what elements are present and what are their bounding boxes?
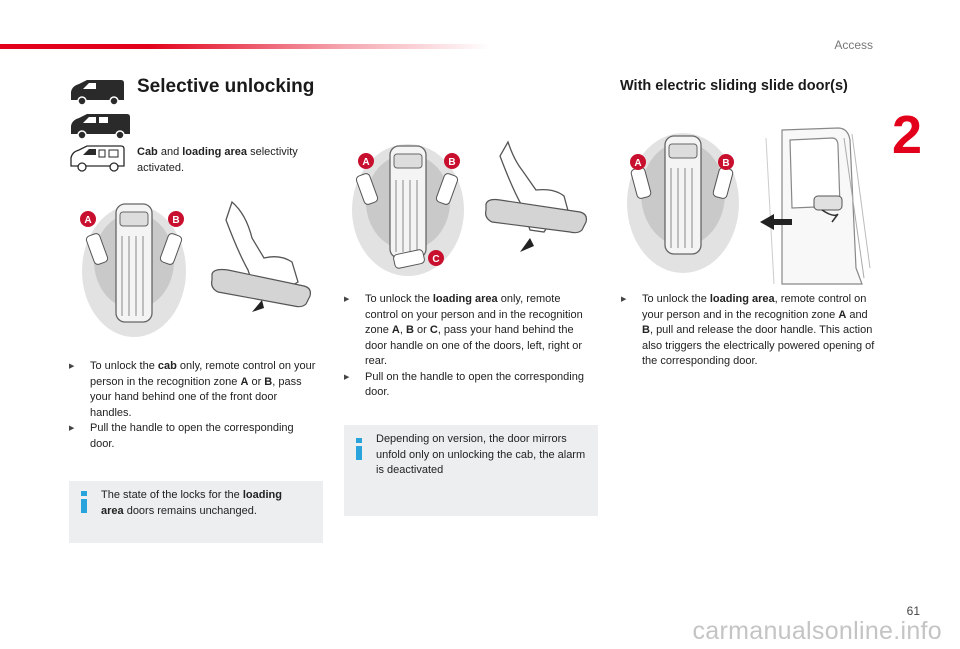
van-top-view-illustration-abc: A B C [352,144,464,276]
chapter-number: 2 [891,105,922,165]
remote-key-icon [85,233,183,265]
info-icon [356,438,362,460]
sliding-door-illustration [760,127,871,285]
info-note-text: The state of the locks for the loading a… [101,489,282,517]
section-title-electric-door: With electric sliding slide door(s) [620,78,848,94]
zone-b-label: B [448,157,455,168]
zone-a-label: A [362,157,369,168]
zone-a-label: A [634,158,641,169]
page-title: Selective unlocking [137,76,315,97]
info-icon [81,491,87,513]
van-side-icon [71,80,124,106]
instruction-item: Pull on the handle to open the correspon… [344,370,596,401]
left-instructions: To unlock the cab only, remote control o… [69,359,321,452]
instruction-item: To unlock the loading area, remote contr… [621,292,879,370]
info-note-text: Depending on version, the door mirrors u… [376,433,586,476]
van-cab-loading-icon [70,145,125,172]
hand-on-door-handle-illustration [211,200,311,312]
page-number: 61 [906,604,920,618]
middle-instructions: To unlock the loading area only, remote … [344,292,596,401]
instruction-item: To unlock the cab only, remote control o… [69,359,321,421]
watermark: carmanualsonline.info [692,617,942,645]
header-accent-bar [0,44,490,49]
door-handle-icon [211,268,311,308]
hand-icon [821,209,839,223]
zone-b-label: B [722,158,729,169]
zone-a-marker [80,211,96,227]
van-top-view-illustration-sliding: A B [627,133,739,273]
arrow-icon [760,214,792,230]
arrow-icon [252,300,264,312]
instruction-item: To unlock the loading area only, remote … [344,292,596,370]
van-top-view-illustration: A B [80,203,186,337]
door-handle-icon [813,195,843,211]
zone-a-label: A [84,215,91,226]
intro-text: Cab and loading area selectivity activat… [137,146,298,174]
hand-icon [225,200,299,297]
hand-on-rear-handle-illustration [485,140,587,252]
instruction-item: Pull the handle to open the correspondin… [69,421,321,452]
info-note-middle: Depending on version, the door mirrors u… [344,425,598,516]
info-note-left: The state of the locks for the loading a… [69,481,323,543]
zone-b-label: B [172,215,179,226]
van-double-cab-icon [71,114,130,140]
zone-b-marker [168,211,184,227]
zone-c-label: C [432,254,439,265]
section-title: Access [834,38,873,52]
right-instructions: To unlock the loading area, remote contr… [621,292,879,370]
